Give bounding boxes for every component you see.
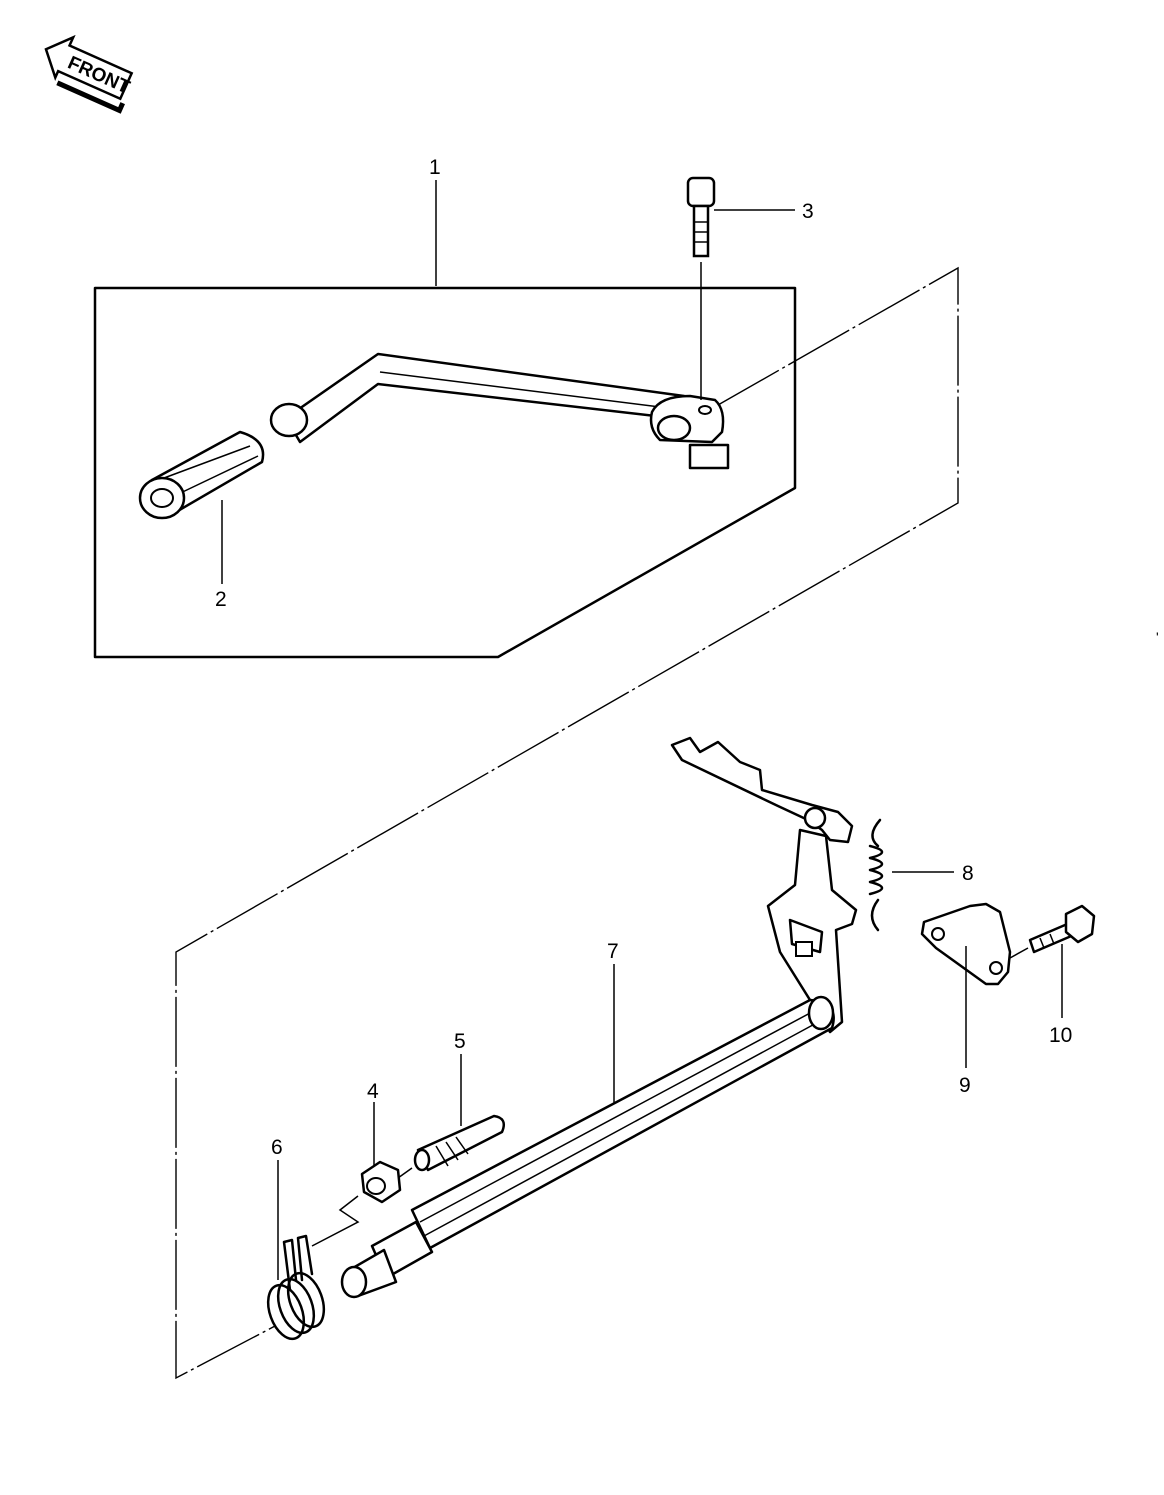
callout-4: 4 <box>367 1080 379 1103</box>
pedal-rubber <box>138 430 265 520</box>
callout-5: 5 <box>454 1030 466 1053</box>
callout-1: 1 <box>429 156 441 179</box>
pin-axis-line <box>397 1167 413 1179</box>
shift-shaft <box>340 736 858 1299</box>
return-spring <box>266 1234 326 1341</box>
retaining-plate <box>920 902 1012 986</box>
callout-9: 9 <box>959 1074 971 1097</box>
plate-bolt <box>1009 904 1096 959</box>
callout-2: 2 <box>215 588 227 611</box>
alignment-line-upper <box>175 266 959 1380</box>
callout-7: 7 <box>607 940 619 963</box>
shift-pedal <box>269 352 730 470</box>
return-spring-pin <box>413 1114 505 1172</box>
callout-10: 10 <box>1049 1024 1072 1047</box>
stray-mark: ' <box>1156 629 1159 645</box>
pedal-bolt <box>686 176 716 258</box>
nut <box>360 1160 402 1204</box>
callout-3: 3 <box>802 200 814 223</box>
spring-leader-line <box>311 1195 360 1247</box>
callout-8: 8 <box>962 862 974 885</box>
callout-6: 6 <box>271 1136 283 1159</box>
front-arrow-icon: FRONT <box>44 34 134 114</box>
assembly-outline <box>93 286 797 659</box>
small-spring <box>868 818 884 932</box>
